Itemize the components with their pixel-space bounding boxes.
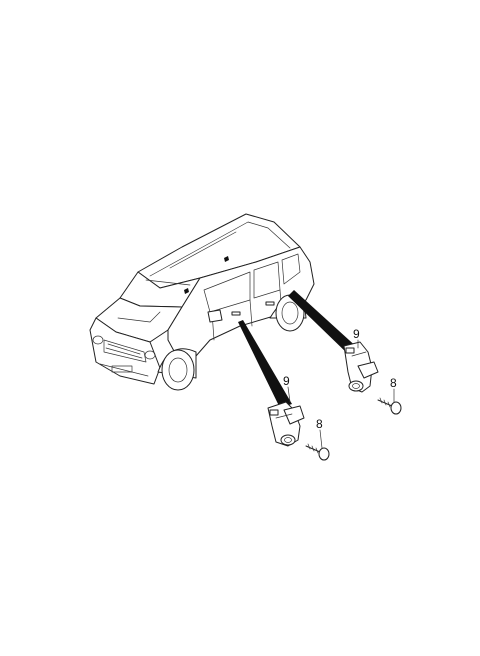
callout-bolt-lower: 8 [316,417,323,431]
door-sensor-part [267,401,305,447]
vehicle-illustration [89,213,315,391]
leader-band-front-door [238,320,292,408]
callout-sensor-lower: 9 [283,374,290,388]
callout-sensor-upper: 9 [353,327,360,341]
callout-bolt-upper: 8 [390,376,397,390]
leader-bands [238,290,360,408]
door-sensor-part [343,341,379,393]
bolt-part [377,397,402,415]
bolt-part [305,443,330,461]
leader-band-rear-door [288,290,360,356]
